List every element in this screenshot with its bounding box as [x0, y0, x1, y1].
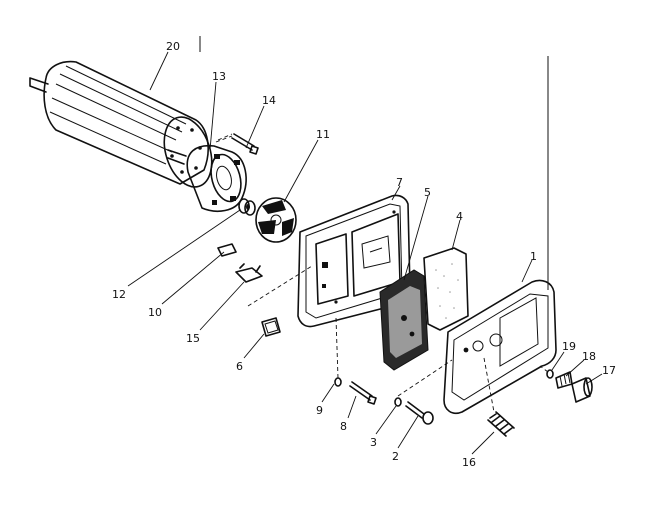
callout-3: 3 [370, 436, 377, 449]
callout-14: 14 [262, 94, 276, 107]
lock-washer-part-3 [394, 397, 402, 407]
foam-filter-part-4 [423, 247, 469, 331]
spring-nut-part-12 [238, 198, 256, 216]
adapter-part-13 [186, 133, 247, 212]
callout-4: 4 [456, 210, 463, 223]
clip-part-10 [217, 243, 237, 257]
callout-6: 6 [236, 360, 243, 373]
bolt-part-8 [349, 381, 377, 405]
callout-1: 1 [530, 250, 537, 263]
screw-part-2 [405, 401, 434, 425]
callout-17: 17 [602, 364, 616, 377]
o-ring-part-19 [546, 369, 554, 379]
axis-line-spring [483, 357, 495, 413]
callout-19: 19 [562, 340, 576, 353]
washer-part-9 [334, 377, 342, 387]
callout-10: 10 [148, 306, 162, 319]
callout-2: 2 [392, 450, 399, 463]
callout-20: 20 [166, 40, 180, 53]
motor-part-20 [29, 60, 213, 188]
screw-part-14 [215, 133, 259, 155]
callout-13: 13 [212, 70, 226, 83]
clamp-part-15 [235, 263, 263, 283]
filter-element-part-5 [379, 269, 429, 371]
pad-part-6 [261, 317, 281, 337]
impeller-part-11 [255, 197, 297, 243]
leader-lines [127, 51, 603, 455]
callout-12: 12 [112, 288, 126, 301]
axis-line-knob [539, 365, 549, 373]
callout-5: 5 [424, 186, 431, 199]
cover-part-1 [443, 279, 557, 415]
callout-15: 15 [186, 332, 200, 345]
knob-part-17 [571, 377, 593, 403]
callout-11: 11 [316, 128, 330, 141]
callout-18: 18 [582, 350, 596, 363]
spring-part-16 [487, 411, 515, 437]
callout-9: 9 [316, 404, 323, 417]
callout-8: 8 [340, 420, 347, 433]
axis-line-bolt [335, 317, 339, 379]
spring-part-18 [555, 371, 573, 389]
axis-line-screw [397, 359, 453, 397]
axis-line-plate [247, 265, 313, 307]
callout-16: 16 [462, 456, 476, 469]
callout-7: 7 [396, 176, 403, 189]
